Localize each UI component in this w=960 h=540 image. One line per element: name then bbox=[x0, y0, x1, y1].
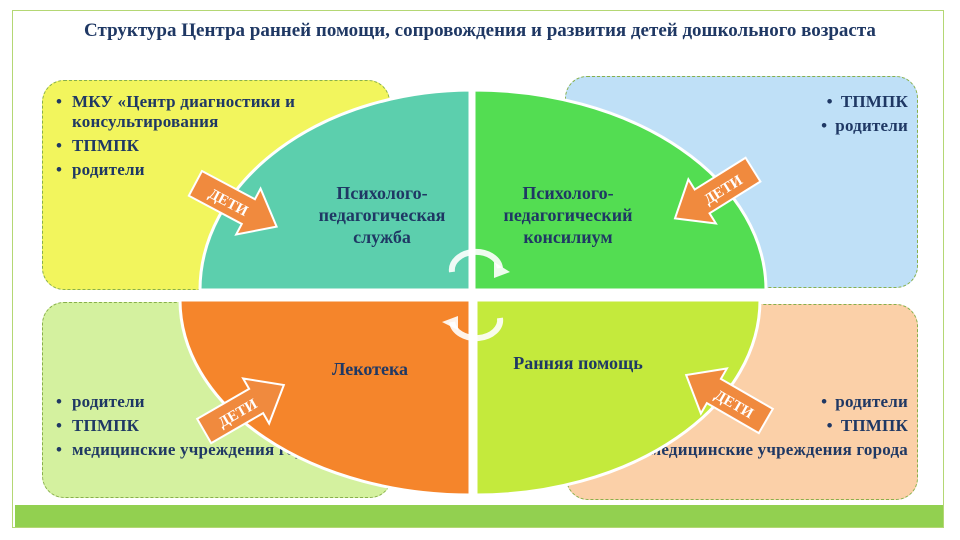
list-item: родители bbox=[608, 392, 908, 412]
list-item: медицинские учреждения города bbox=[608, 440, 908, 460]
slide-frame bbox=[12, 10, 944, 528]
slide-title: Структура Центра ранней помощи, сопровож… bbox=[84, 20, 876, 41]
list-top-left: МКУ «Центр диагностики и консультировани… bbox=[56, 92, 316, 184]
cycle-arrowhead-icon bbox=[442, 316, 458, 330]
list-item: МКУ «Центр диагностики и консультировани… bbox=[56, 92, 316, 132]
quadrant-bottom-left bbox=[178, 298, 472, 497]
quadrant-bottom-right bbox=[474, 298, 762, 497]
list-item: родители bbox=[56, 160, 316, 180]
list-item: родители bbox=[56, 392, 336, 412]
cycle-arrow-icon bbox=[448, 248, 504, 342]
list-item: ТПМПК bbox=[688, 92, 908, 112]
quadrant-label-bottom-left: Лекотека bbox=[331, 359, 409, 379]
list-top-right: ТПМПК родители bbox=[688, 92, 908, 140]
list-item: ТПМПК bbox=[608, 416, 908, 436]
list-bottom-right: родители ТПМПК медицинские учреждения го… bbox=[608, 392, 908, 464]
list-item: ТПМПК bbox=[56, 136, 316, 156]
list-item: ТПМПК bbox=[56, 416, 336, 436]
quadrant-label-top-right: Психолого-педагогический консилиум bbox=[503, 183, 633, 247]
list-item: медицинские учреждения города bbox=[56, 440, 336, 460]
quadrant-label-bottom-right: Ранняя помощь bbox=[513, 353, 643, 373]
bottom-bar bbox=[15, 505, 943, 527]
cycle-arrowhead-icon bbox=[494, 262, 510, 278]
quadrant-label-top-left: Психолого-педагогическая служба bbox=[318, 183, 446, 247]
list-item: родители bbox=[688, 116, 908, 136]
list-bottom-left: родители ТПМПК медицинские учреждения го… bbox=[56, 392, 336, 464]
quadrant-top-left bbox=[198, 88, 472, 292]
quadrant-top-right bbox=[472, 88, 768, 292]
